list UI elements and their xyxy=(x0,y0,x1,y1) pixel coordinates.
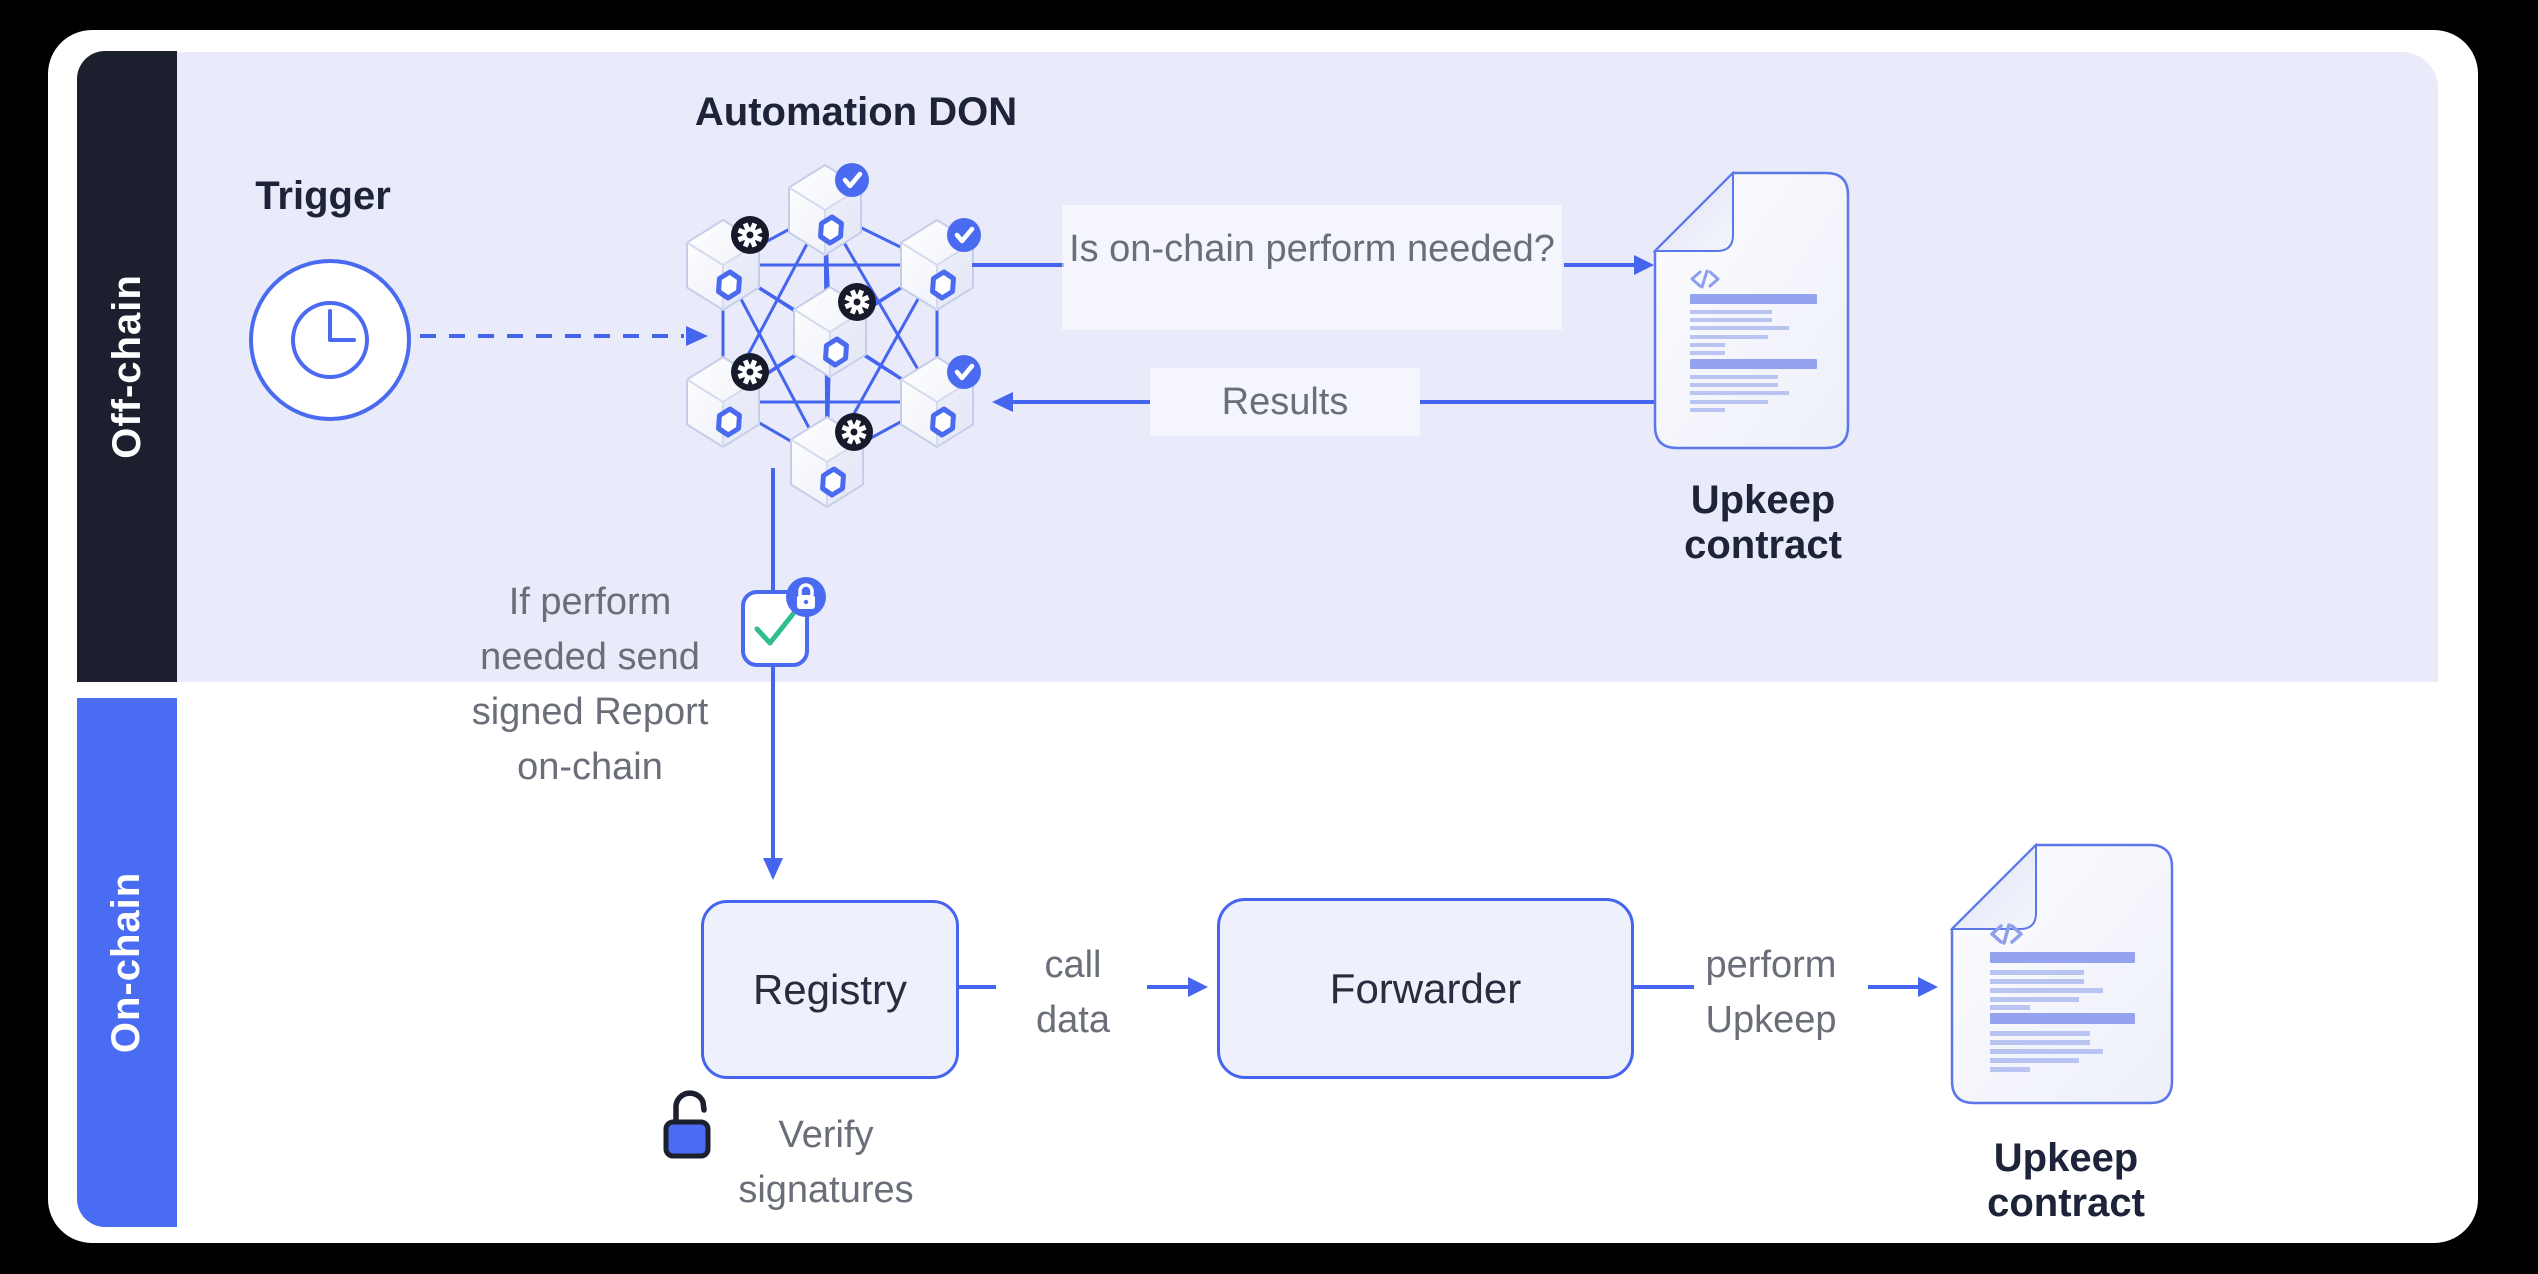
signed-report-flow-arrow xyxy=(763,468,783,880)
off-chain-bar: Off-chain xyxy=(77,51,177,682)
chainlink-logo-icon xyxy=(820,466,846,498)
results-label-box xyxy=(1150,368,1420,436)
check-badge-icon xyxy=(947,355,981,389)
don-node xyxy=(686,353,769,449)
off-chain-panel xyxy=(177,52,2438,682)
chainlink-logo-icon xyxy=(823,336,849,368)
gear-badge-icon xyxy=(835,413,873,451)
don-node xyxy=(788,163,869,257)
call-data-label: call data xyxy=(1036,944,1110,1041)
upkeep-contract-label-bottom: Upkeep contract xyxy=(1987,1136,2145,1225)
chainlink-logo-icon xyxy=(716,406,742,438)
don-title: Automation DON xyxy=(694,90,1018,134)
trigger-arrow xyxy=(420,326,708,346)
don-node xyxy=(790,413,873,509)
open-padlock-icon xyxy=(663,1090,711,1159)
gear-badge-icon xyxy=(838,283,876,321)
forwarder-box: Forwarder xyxy=(1217,898,1634,1079)
upkeep-contract-doc-top xyxy=(1652,170,1850,450)
on-chain-bar: On-chain xyxy=(77,698,177,1227)
forwarder-label: Forwarder xyxy=(1329,964,1522,1012)
chainlink-logo-icon xyxy=(930,269,956,301)
chainlink-logo-icon xyxy=(716,269,742,301)
don-node xyxy=(686,216,769,312)
chainlink-logo-icon xyxy=(930,406,956,438)
gear-badge-icon xyxy=(731,353,769,391)
check-badge-icon xyxy=(947,218,981,252)
upkeep-contract-label-top: Upkeep contract xyxy=(1684,478,1842,567)
signed-report-check-icon xyxy=(741,577,826,667)
check-badge-icon xyxy=(835,163,869,197)
upkeep-contract-doc-bottom xyxy=(1949,842,2174,1105)
results-arrow xyxy=(992,392,1656,412)
question-label: Is on-chain perform needed? xyxy=(1069,228,1555,270)
lock-badge-icon xyxy=(786,577,826,617)
registry-box: Registry xyxy=(701,900,959,1079)
trigger-label: Trigger xyxy=(255,174,391,218)
registry-label: Registry xyxy=(752,965,908,1013)
perform-upkeep-arrow xyxy=(1628,977,1938,997)
question-to-contract-arrow xyxy=(1564,255,1654,275)
chainlink-logo-icon xyxy=(818,214,844,246)
call-data-arrow xyxy=(953,977,1208,997)
results-label: Results xyxy=(1221,381,1349,423)
verify-signatures-label: Verify signatures xyxy=(738,1114,914,1211)
don-node xyxy=(793,283,876,379)
don-node xyxy=(900,355,981,449)
gear-badge-icon xyxy=(731,216,769,254)
report-note-label: If perform needed send signed Report on-… xyxy=(471,581,709,788)
clock-icon xyxy=(249,259,411,421)
code-icon xyxy=(1990,923,2023,945)
code-icon xyxy=(1690,269,1720,289)
perform-upkeep-label: perform Upkeep xyxy=(1705,944,1837,1041)
don-node xyxy=(900,218,981,312)
question-label-box xyxy=(1062,205,1562,330)
automation-don-network xyxy=(686,163,981,509)
